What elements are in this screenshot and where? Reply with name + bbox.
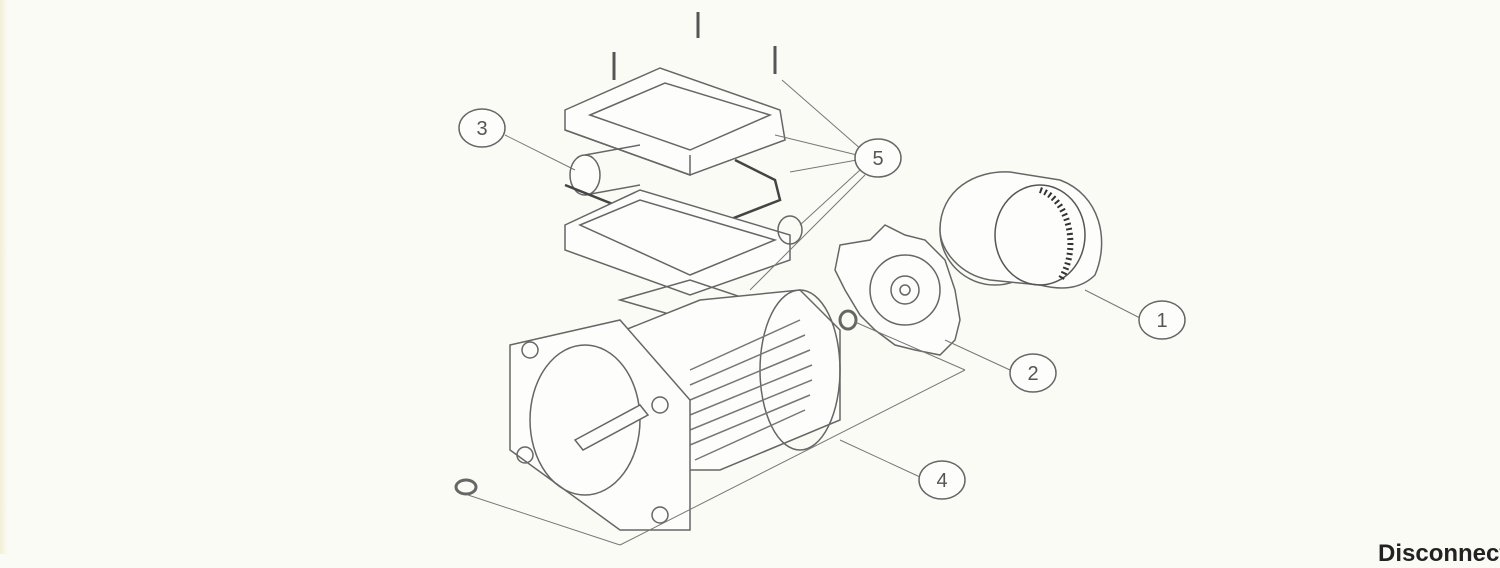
cable-gland — [569, 144, 641, 196]
motor-body — [509, 289, 841, 531]
washer-rear — [838, 309, 858, 331]
callout-4 — [918, 460, 966, 500]
leader-lines — [467, 79, 1141, 546]
exploded-motor-diagram: 3 5 1 2 4 — [454, 12, 1186, 546]
fan — [834, 224, 961, 356]
washer-front — [454, 478, 478, 496]
callout-1 — [1138, 300, 1186, 340]
callout-5 — [854, 138, 902, 178]
callout-3 — [458, 108, 506, 148]
callout-label-1: 1 — [1156, 310, 1167, 332]
callout-label-4: 4 — [936, 470, 947, 492]
terminal-box-base — [564, 189, 803, 296]
page-edge — [0, 0, 8, 554]
callout-label-3: 3 — [476, 118, 487, 140]
callout-label-5: 5 — [872, 148, 883, 170]
fan-cover — [939, 171, 1103, 289]
terminal-box-lid — [564, 67, 786, 177]
callout-2 — [1009, 353, 1057, 393]
section-heading: Disconnect — [1378, 540, 1500, 567]
callout-label-2: 2 — [1027, 363, 1038, 385]
